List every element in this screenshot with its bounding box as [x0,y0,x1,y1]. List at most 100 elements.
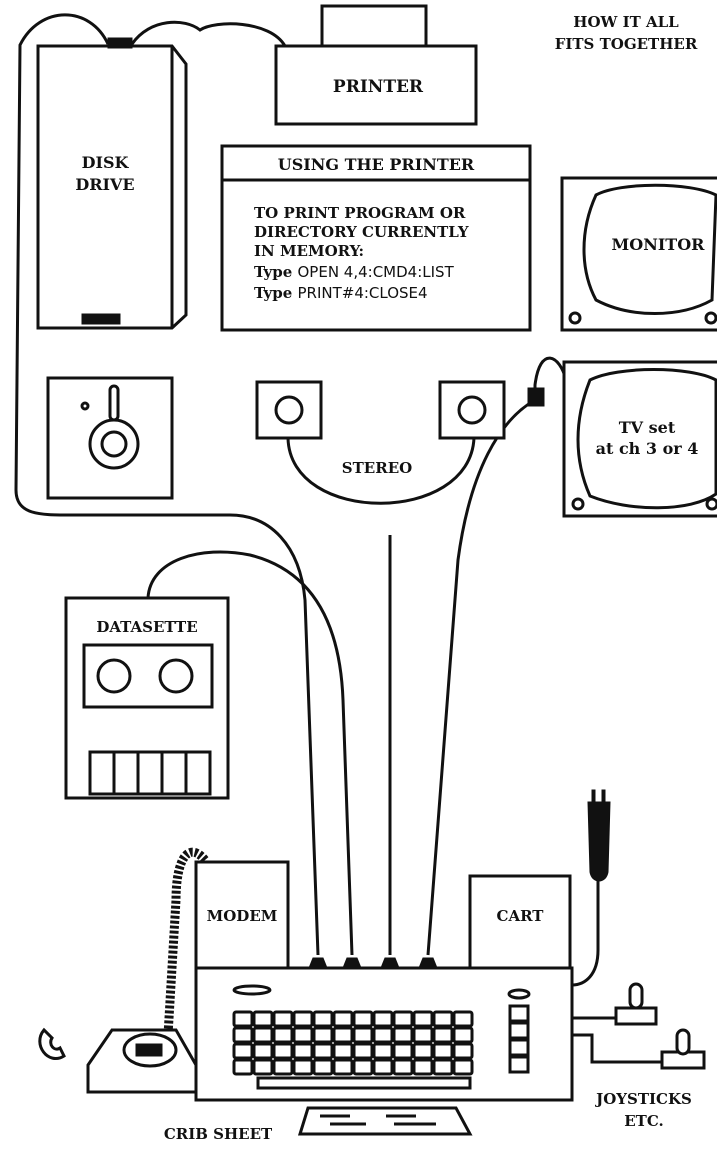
function-key [510,1023,528,1038]
tv-label-2: at ch 3 or 4 [596,439,699,458]
instructions-line-2: DIRECTORY CURRENTLY [254,223,469,241]
plug-body [588,802,610,881]
port [309,958,327,968]
floppy-index-hole [82,403,88,409]
keyboard-key [314,1060,332,1074]
power-plug [588,790,610,881]
keyboard-key [294,1028,312,1042]
keyboard-key [414,1028,432,1042]
instructions-heading: USING THE PRINTER [278,155,475,174]
keyboard-key [374,1028,392,1042]
keyboard-key [354,1012,372,1026]
port [419,958,437,968]
tv-knob [573,499,583,509]
printer-paper [322,6,426,46]
computer [196,958,572,1100]
keyboard-key [314,1012,332,1026]
tv-knob-2 [707,499,717,509]
datasette-label: DATASETTE [96,618,197,636]
keyboard-key [274,1028,292,1042]
keyboard-key [394,1044,412,1058]
keyboard-key [354,1028,372,1042]
keyboard-key [454,1012,472,1026]
keyboard-key [414,1012,432,1026]
printer-label: PRINTER [333,77,424,97]
keyboard-key [374,1012,392,1026]
keyboard-key [254,1044,272,1058]
instructions-cmd-1: OPEN 4,4:CMD4:LIST [297,263,454,281]
keyboard-key [274,1044,292,1058]
space-bar [258,1078,470,1088]
joysticks: JOYSTICKS ETC. [594,984,704,1130]
cartridge: CART [470,876,570,970]
floppy-slot [110,386,118,420]
monitor: MONITOR [562,178,717,330]
tv-set: TV set at ch 3 or 4 [528,362,717,516]
tv-label-1: TV set [619,418,676,437]
keyboard-key [394,1028,412,1042]
keyboard-key [294,1044,312,1058]
instructions-cmd-2: PRINT#4:CLOSE4 [297,284,427,302]
monitor-knob [570,313,580,323]
modem: MODEM [196,862,288,970]
disk-drive-port [108,38,132,48]
instructions-type-2: Type [254,284,297,302]
keyboard-key [354,1060,372,1074]
disk-drive-label-1: DISK [82,153,130,172]
disk-drive: DISK DRIVE [38,38,186,328]
printer-instructions: USING THE PRINTER TO PRINT PROGRAM OR DI… [222,146,530,330]
function-key [510,1006,528,1021]
speaker-right-cone [459,397,485,423]
instructions-line-5: Type PRINT#4:CLOSE4 [254,284,428,302]
instructions-line-1: TO PRINT PROGRAM OR [254,204,466,222]
keyboard-key [414,1060,432,1074]
power-led [234,986,270,994]
keyboard-key [234,1060,252,1074]
keyboard-key [414,1044,432,1058]
keyboard-key [314,1044,332,1058]
crib-sheet-label: CRIB SHEET [164,1125,273,1143]
keyboard-key [294,1012,312,1026]
keyboard-key [234,1012,252,1026]
plug-prong [592,790,595,802]
port [381,958,399,968]
keyboard-key [234,1028,252,1042]
keyboard-key [254,1012,272,1026]
joystick-base-1 [616,1008,656,1024]
title-line-1: HOW IT ALL [573,13,679,31]
keyboard-key [234,1044,252,1058]
speaker-left-cone [276,397,302,423]
keyboard-key [394,1012,412,1026]
keyboard-key [294,1060,312,1074]
crib-sheet-paper [300,1108,470,1134]
function-key [510,1057,528,1072]
instructions-type-1: Type [254,263,297,281]
datasette-keys [90,752,210,794]
instructions-line-4: Type OPEN 4,4:CMD4:LIST [254,263,455,281]
datasette-reel-left [98,660,130,692]
joysticks-label-1: JOYSTICKS [594,1090,692,1108]
datasette-reel-right [160,660,192,692]
keyboard-key [334,1012,352,1026]
joystick-stick-2 [677,1030,689,1054]
instructions-line-3: IN MEMORY: [254,242,364,260]
keyboard-key [334,1060,352,1074]
cart-label: CART [497,907,545,925]
disk-drive-label-2: DRIVE [75,175,134,194]
keyboard-key [434,1028,452,1042]
keyboard-key [434,1044,452,1058]
joystick-wire-2 [572,1035,662,1062]
keyboard-key [274,1012,292,1026]
stereo-label: STEREO [342,459,412,477]
monitor-label: MONITOR [612,235,706,254]
floppy-disk [48,378,172,498]
keyboard-key [374,1044,392,1058]
keyboard-key [274,1060,292,1074]
crib-sheet: CRIB SHEET [164,1108,470,1143]
keyboard-key [314,1028,332,1042]
floppy-hub-inner [102,432,126,456]
datasette: DATASETTE [66,598,228,798]
plug-prong-2 [602,790,605,802]
keyboard-key [254,1028,272,1042]
